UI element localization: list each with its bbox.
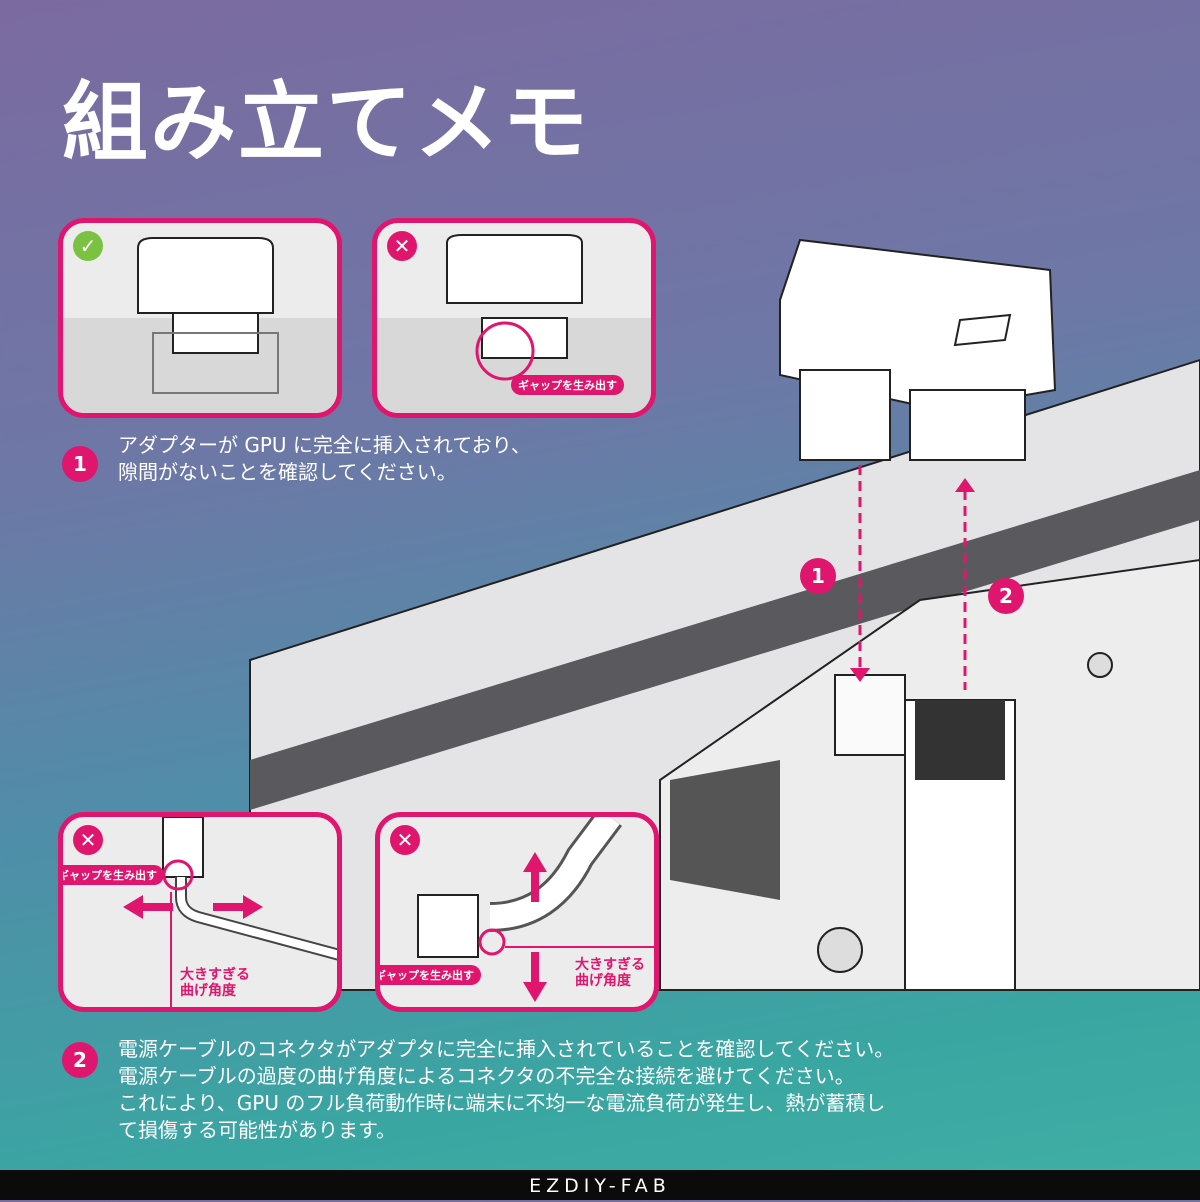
gap-label: ギャップを生み出す xyxy=(511,375,624,395)
adapter-flush-illustration xyxy=(63,237,337,413)
cross-icon: ✕ xyxy=(73,825,103,855)
brand-footer: EZDIY-FAB xyxy=(0,1170,1200,1200)
adapter-block xyxy=(779,238,1057,461)
step-1-text: アダプターが GPU に完全に挿入されており、 隙間がないことを確認してください… xyxy=(118,432,531,486)
step-2-badge: 2 xyxy=(62,1042,98,1078)
diagram-marker-1: 1 xyxy=(800,558,836,594)
step-1-line: アダプターが GPU に完全に挿入されており、 xyxy=(118,433,531,457)
check-icon: ✓ xyxy=(73,231,103,261)
step-2-text: 電源ケーブルのコネクタがアダプタに完全に挿入されていることを確認してください。 … xyxy=(118,1036,894,1144)
cross-icon: ✕ xyxy=(390,825,420,855)
step-1-line: 隙間がないことを確認してください。 xyxy=(118,460,457,484)
diagram-marker-2: 2 xyxy=(988,578,1024,614)
bend-angle-label: 大きすぎる曲げ角度 xyxy=(180,967,250,999)
panel-bend-vertical: ✕ ギャップを生み出す 大きすぎる曲げ角度 xyxy=(375,812,659,1012)
step-2-line: て損傷する可能性があります。 xyxy=(118,1118,396,1142)
step-1-badge: 1 xyxy=(62,446,98,482)
panel-correct-insertion: ✓ xyxy=(58,218,342,418)
bend-angle-line2: 曲げ角度 xyxy=(575,973,631,989)
cable-vertical-bend-illustration xyxy=(417,817,654,1002)
step-2-line: 電源ケーブルの過度の曲げ角度によるコネクタの不完全な接続を避けてください。 xyxy=(118,1064,855,1088)
gap-label: ギャップを生み出す xyxy=(380,965,481,985)
bend-angle-line2: 曲げ角度 xyxy=(180,983,236,999)
gap-label: ギャップを生み出す xyxy=(63,865,164,885)
bend-angle-label: 大きすぎる曲げ角度 xyxy=(575,957,645,989)
adapter-gap-illustration xyxy=(377,234,651,413)
step-2-line: これにより、GPU のフル負荷動作時に端末に不均一な電流負荷が発生し、熱が蓄積し xyxy=(118,1091,886,1115)
cross-icon: ✕ xyxy=(387,231,417,261)
cable-side-bend-illustration xyxy=(123,817,337,1007)
panel-gap-insertion: ✕ ギャップを生み出す xyxy=(372,218,656,418)
step-2-line: 電源ケーブルのコネクタがアダプタに完全に挿入されていることを確認してください。 xyxy=(118,1037,895,1061)
page-title: 組み立てメモ xyxy=(62,73,590,173)
bend-angle-line1: 大きすぎる xyxy=(180,967,250,983)
panel-bend-side: ✕ ギャップを生み出す 大きすぎる曲げ角度 xyxy=(58,812,342,1012)
bend-angle-line1: 大きすぎる xyxy=(575,957,645,973)
